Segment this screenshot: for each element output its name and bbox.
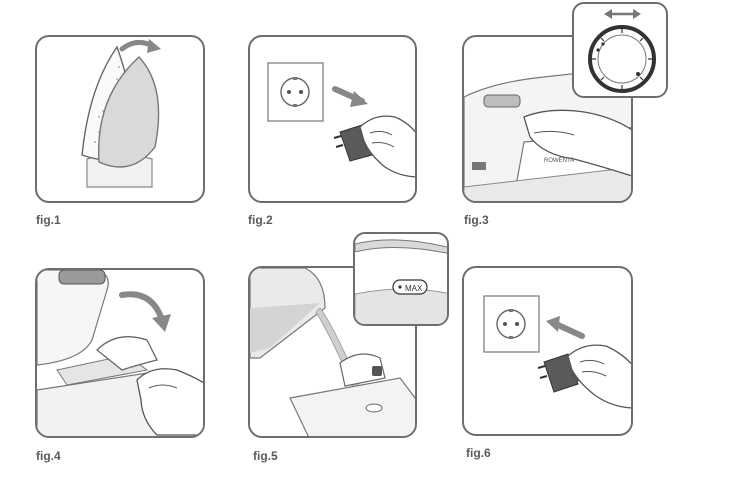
- temperature-dial-icon: [588, 9, 656, 93]
- figure-1-panel: [35, 35, 205, 203]
- max-level-inset: MAX: [353, 232, 449, 326]
- figure-6-panel: [462, 266, 633, 436]
- figure-6-caption: fig.6: [466, 446, 491, 460]
- fill-water-icon: [250, 268, 415, 436]
- figure-4-panel: [35, 268, 205, 438]
- figure-2-caption: fig.2: [248, 213, 273, 227]
- temperature-dial-inset: [572, 2, 668, 98]
- figure-5-caption: fig.5: [253, 449, 278, 463]
- figure-3-panel: ROWENTA: [462, 35, 633, 203]
- figure-4-caption: fig.4: [36, 449, 61, 463]
- remove-cover-icon: [81, 39, 161, 188]
- max-label: MAX: [405, 284, 423, 293]
- brand-text: ROWENTA: [544, 158, 574, 164]
- figure-1-caption: fig.1: [36, 213, 61, 227]
- iron-side-view-icon: ROWENTA: [464, 66, 631, 201]
- open-water-tank-icon: [37, 270, 203, 436]
- figure-2-panel: [248, 35, 417, 203]
- figure-3-caption: fig.3: [464, 213, 489, 227]
- plug-in-icon: [267, 62, 415, 178]
- unplug-icon: [483, 295, 631, 409]
- water-level-icon: MAX: [355, 239, 447, 324]
